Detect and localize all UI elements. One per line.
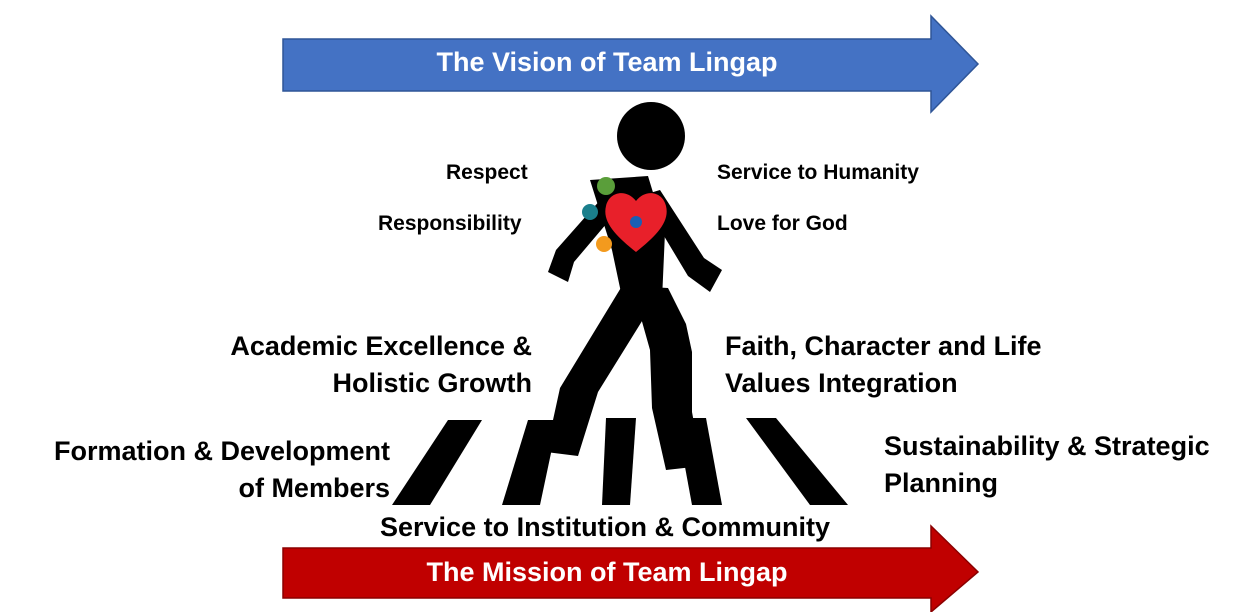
value-love-for-god: Love for God bbox=[717, 212, 848, 235]
pillar-formation-line2: of Members bbox=[238, 473, 390, 503]
mission-arrow bbox=[282, 524, 980, 612]
figure-leg-back bbox=[546, 286, 660, 456]
crosswalk bbox=[392, 418, 848, 505]
vision-arrow bbox=[282, 14, 980, 114]
pillar-academic-line2: Holistic Growth bbox=[332, 368, 532, 398]
value-service-to-humanity: Service to Humanity bbox=[717, 161, 919, 184]
pillar-formation: Formation & Development of Members bbox=[6, 433, 390, 507]
crosswalk-stripe bbox=[602, 418, 636, 505]
figure-head bbox=[617, 102, 685, 170]
logo-petal-orange bbox=[596, 236, 612, 252]
crosswalk-stripe bbox=[502, 420, 558, 505]
crosswalk-stripe bbox=[392, 420, 482, 505]
figure-arm-left bbox=[548, 198, 618, 282]
crosswalk-stripe bbox=[746, 418, 848, 505]
pillar-faith: Faith, Character and Life Values Integra… bbox=[725, 328, 1042, 402]
walking-person-figure bbox=[546, 102, 722, 470]
logo-petal-green bbox=[597, 177, 615, 195]
mission-arrow-label: The Mission of Team Lingap bbox=[426, 557, 788, 587]
pillar-academic: Academic Excellence & Holistic Growth bbox=[186, 328, 532, 402]
vision-arrow-label: The Vision of Team Lingap bbox=[436, 47, 778, 77]
logo-center-dot bbox=[630, 216, 642, 228]
pillar-sustainability: Sustainability & Strategic Planning bbox=[884, 428, 1210, 502]
pillar-service-institution: Service to Institution & Community bbox=[380, 512, 831, 542]
value-responsibility: Responsibility bbox=[378, 212, 522, 235]
pillar-sustainability-line1: Sustainability & Strategic bbox=[884, 431, 1210, 461]
pillar-formation-line1: Formation & Development bbox=[53, 436, 390, 466]
figure-leg-front bbox=[632, 286, 702, 470]
logo-petal-teal bbox=[582, 204, 598, 220]
value-respect: Respect bbox=[446, 161, 528, 184]
pillar-faith-line2: Values Integration bbox=[725, 368, 958, 398]
pillar-sustainability-line2: Planning bbox=[884, 468, 998, 498]
team-lingap-logo bbox=[582, 177, 667, 252]
pillar-academic-line1: Academic Excellence & bbox=[230, 331, 532, 361]
pillar-faith-line1: Faith, Character and Life bbox=[725, 331, 1042, 361]
